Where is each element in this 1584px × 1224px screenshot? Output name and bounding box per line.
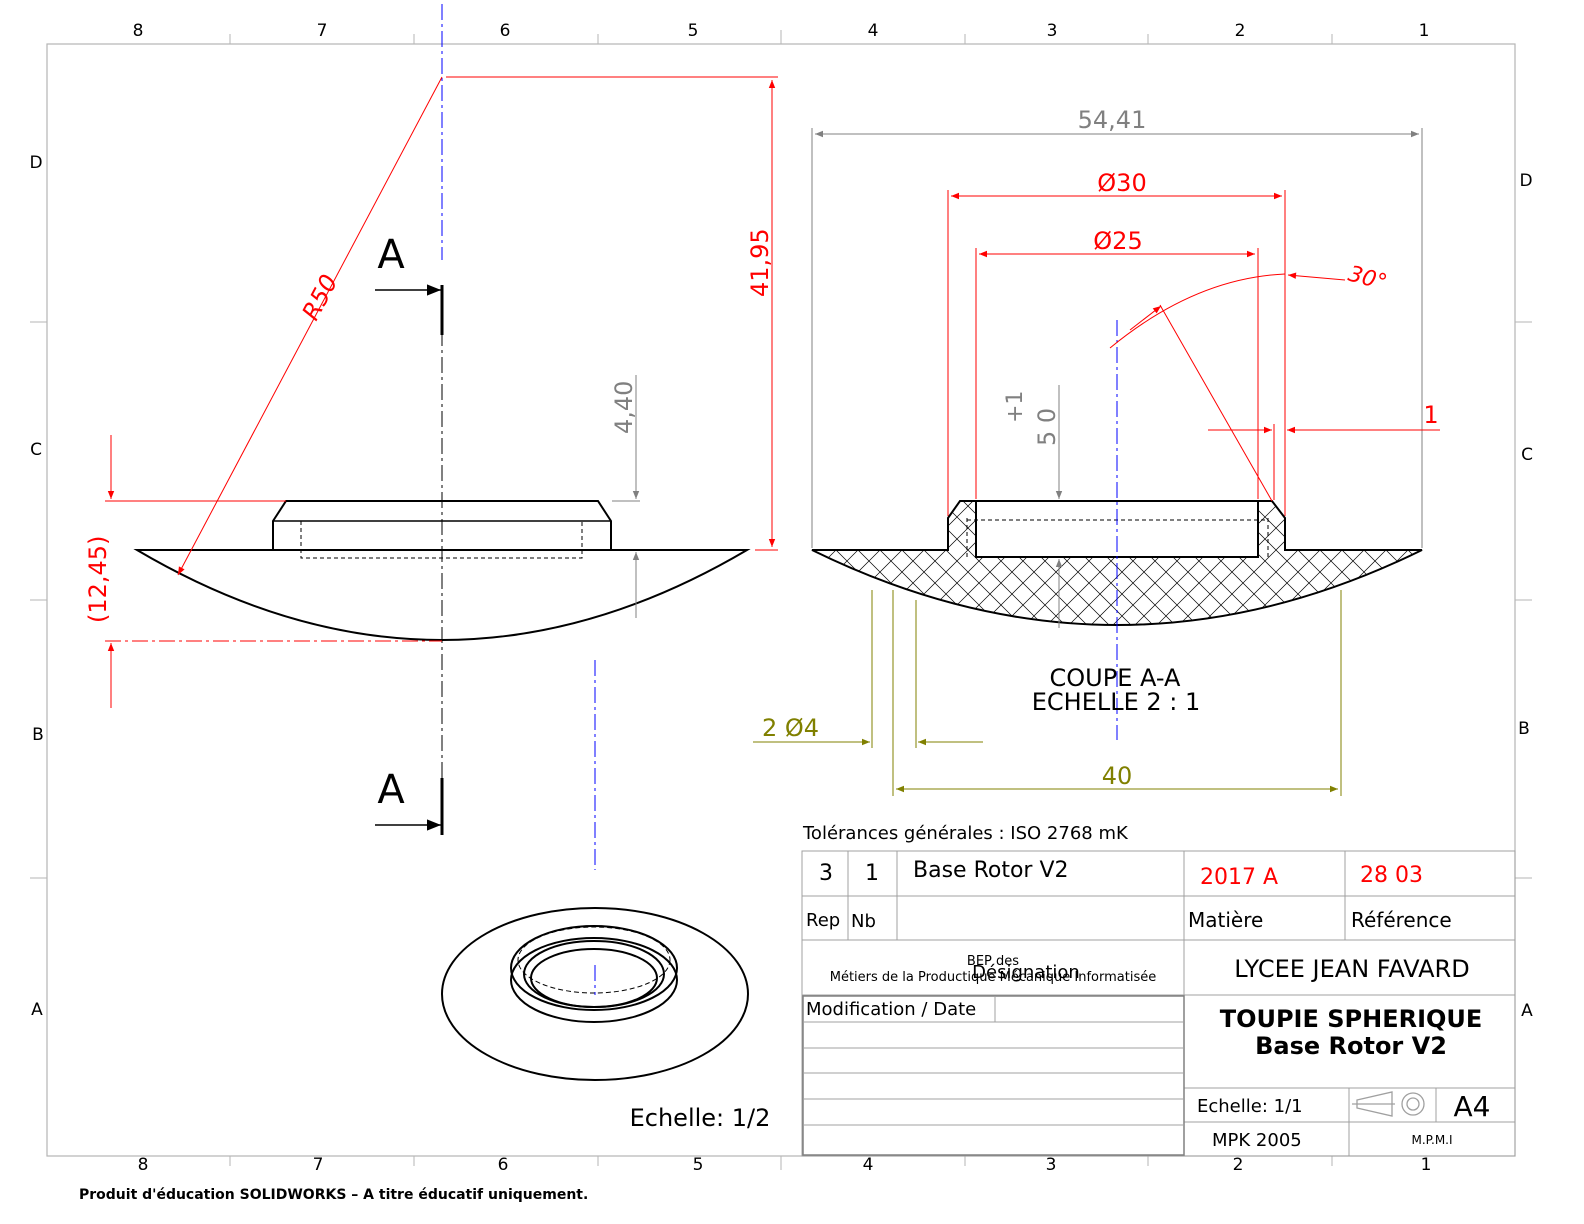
zone-row-left: C (30, 440, 42, 460)
project-subtitle: Base Rotor V2 (1255, 1032, 1447, 1060)
zone-col-bottom: 2 (1233, 1155, 1244, 1175)
general-tolerances: Tolérances générales : ISO 2768 mK (802, 823, 1129, 844)
section-marker-bottom: A (377, 767, 405, 813)
section-marker-top: A (377, 232, 405, 278)
zone-row-left: D (29, 153, 42, 173)
section-title: COUPE A-A (1050, 664, 1182, 692)
tolerance-plus: +1 (1003, 391, 1028, 423)
zone-col-bottom: 7 (313, 1155, 324, 1175)
material-value: 2017 A (1200, 865, 1278, 890)
zone-col-top: 5 (688, 21, 699, 41)
school-line-1: BEP des (967, 954, 1019, 969)
zone-col-bottom: 3 (1046, 1155, 1057, 1175)
height-dimension: 41,95 (746, 228, 774, 297)
nb-label: Nb (851, 911, 876, 932)
outer-diameter: Ø30 (1097, 169, 1146, 197)
zone-col-top: 2 (1235, 21, 1246, 41)
educational-footer: Produit d'éducation SOLIDWORKS – A titre… (79, 1187, 588, 1203)
tolerance-base: 5 0 (1033, 408, 1061, 446)
paper-format: A4 (1454, 1090, 1491, 1123)
rep-value: 3 (819, 861, 833, 886)
radius-dimension: R50 (297, 270, 344, 325)
zone-col-top: 8 (133, 21, 144, 41)
block-scale: Echelle: 1/1 (1197, 1096, 1303, 1117)
isometric-view: Echelle: 1/2 (441, 660, 771, 1132)
reference-label: Référence (1351, 908, 1452, 932)
zone-col-top: 6 (500, 21, 511, 41)
zone-col-bottom: 8 (138, 1155, 149, 1175)
nb-value: 1 (865, 861, 879, 886)
part-name: Base Rotor V2 (913, 858, 1069, 883)
school-name: LYCEE JEAN FAVARD (1234, 955, 1469, 983)
zone-col-top: 3 (1047, 21, 1058, 41)
title-block: Tolérances générales : ISO 2768 mK 3 1 B… (801, 823, 1516, 1157)
holes-dimension: 2 Ø4 (762, 714, 819, 742)
rep-label: Rep (806, 910, 840, 931)
zone-col-bottom: 6 (498, 1155, 509, 1175)
width-dimension: 54,41 (1078, 106, 1147, 134)
reference-value: 28 03 (1360, 863, 1423, 888)
section-scale: ECHELLE 2 : 1 (1032, 688, 1201, 716)
zone-row-right: D (1519, 171, 1532, 191)
zone-row-left: A (31, 1000, 43, 1020)
offset-dimension: 1 (1423, 401, 1438, 429)
author: MPK 2005 (1212, 1130, 1302, 1151)
designation-label: Désignation (972, 962, 1080, 983)
zone-labels: 8 7 6 5 4 3 2 1 8 7 6 5 4 3 2 1 D C B A … (29, 21, 1533, 1175)
sheet-frame (30, 30, 1532, 1170)
chamfer-dimension: 4,40 (610, 381, 638, 434)
zone-col-bottom: 5 (693, 1155, 704, 1175)
inner-diameter: Ø25 (1093, 227, 1142, 255)
section-view: 54,41 Ø30 Ø25 30° 1 +1 5 0 2 Ø4 (753, 106, 1440, 796)
zone-col-top: 1 (1419, 21, 1430, 41)
zone-col-bottom: 4 (863, 1155, 874, 1175)
zone-row-right: C (1521, 445, 1533, 465)
zone-col-top: 7 (317, 21, 328, 41)
zone-col-bottom: 1 (1421, 1155, 1432, 1175)
zone-row-left: B (32, 725, 44, 745)
school-line-2: Métiers de la Productique Mécanique Info… (830, 970, 1157, 985)
material-label: Matière (1188, 908, 1263, 932)
depth-dimension: (12,45) (84, 536, 112, 623)
zone-row-right: A (1521, 1001, 1533, 1021)
front-view: A A R50 41,95 4,40 (12,45) (84, 4, 778, 835)
hole-spacing-dimension: 40 (1102, 762, 1133, 790)
angle-dimension: 30° (1345, 262, 1389, 296)
modification-label: Modification / Date (806, 999, 976, 1020)
project-title: TOUPIE SPHERIQUE (1220, 1005, 1483, 1033)
organization: M.P.M.I (1411, 1133, 1452, 1147)
zone-row-right: B (1518, 719, 1530, 739)
iso-scale: Echelle: 1/2 (630, 1104, 771, 1132)
zone-col-top: 4 (868, 21, 879, 41)
projection-symbol-icon (1352, 1091, 1425, 1117)
